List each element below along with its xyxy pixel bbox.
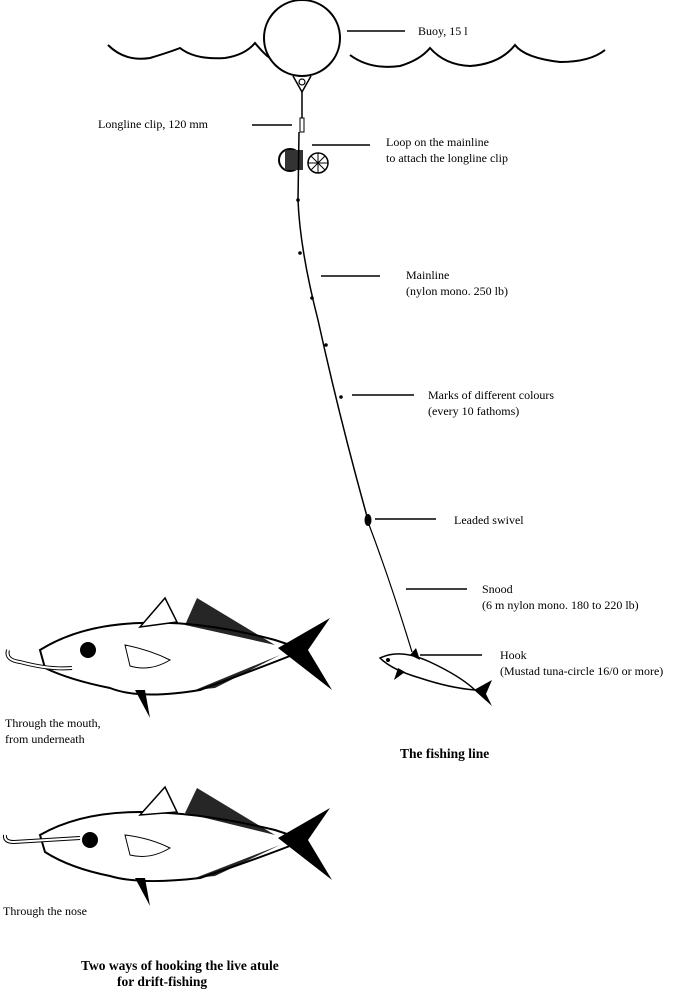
atule-fish-mouth-hooked [5,596,332,718]
label-mainline-line1: Mainline [406,268,450,282]
leader-lines [252,30,482,656]
label-loop-line1: Loop on the mainline [386,135,489,149]
buoy [263,0,341,77]
label-loop-line2: to attach the longline clip [386,151,508,165]
reel [278,148,329,174]
label-method-mouth-line1: Through the mouth, [5,716,101,730]
caption-hooking-line2: for drift-fishing [117,974,208,989]
leaded-swivel [364,514,372,526]
line-marks [296,198,343,399]
atule-fish-nose-hooked [2,785,332,906]
bait-fish-small [378,648,492,706]
label-method-mouth-line2: from underneath [5,732,85,746]
label-snood-line1: Snood [482,582,513,596]
label-leaded-swivel: Leaded swivel [454,513,524,527]
label-longline-clip: Longline clip, 120 mm [98,117,208,131]
label-mainline-line2: (nylon mono. 250 lb) [406,284,508,298]
label-marks-line1: Marks of different colours [428,388,555,402]
caption-fishing-line: The fishing line [400,746,490,761]
snood [367,521,413,653]
label-hook-line2: (Mustad tuna-circle 16/0 or more) [500,664,664,678]
label-marks-line2: (every 10 fathoms) [428,404,520,418]
label-hook-line1: Hook [500,648,527,662]
label-method-nose: Through the nose [3,904,87,918]
sea-surface-waves [107,41,606,68]
longline-clip [299,117,305,133]
caption-hooking-line1: Two ways of hooking the live atule [81,958,279,973]
label-snood-line2: (6 m nylon mono. 180 to 220 lb) [482,598,639,612]
mainline [297,131,369,521]
label-buoy: Buoy, 15 l [418,24,468,38]
